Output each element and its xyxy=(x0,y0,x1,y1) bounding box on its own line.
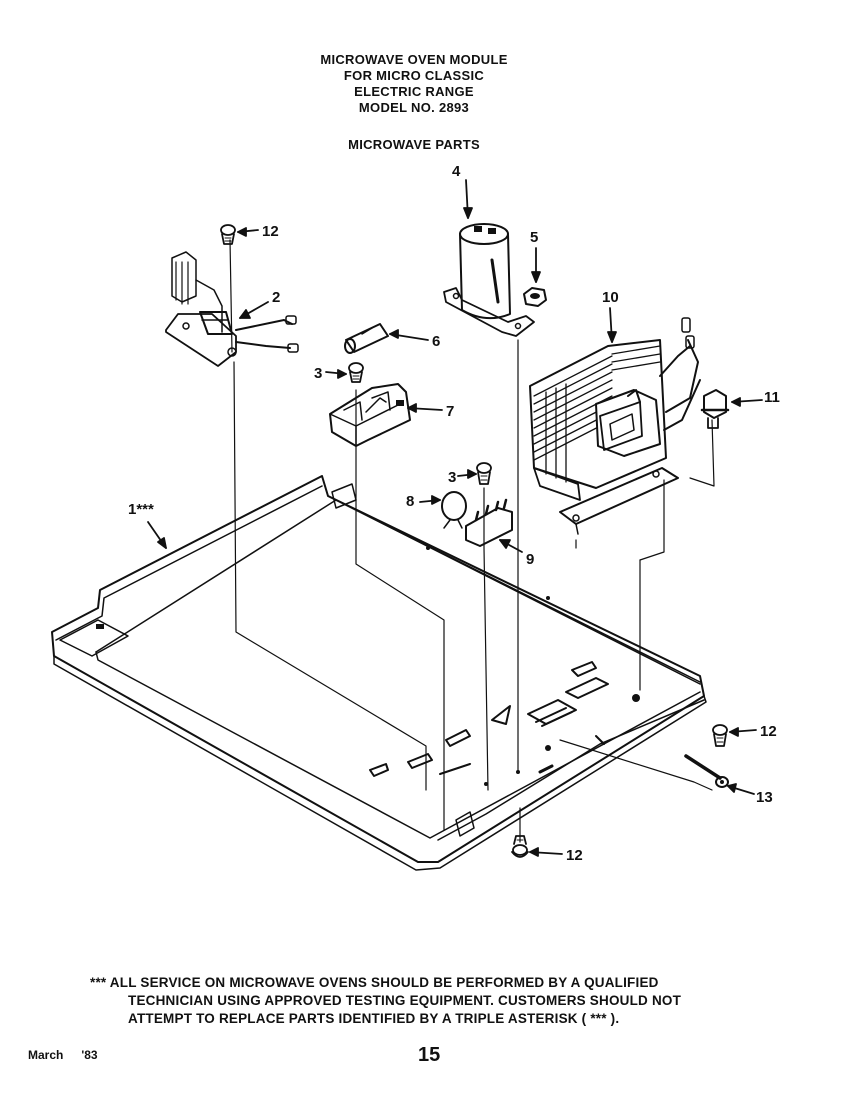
part-8-thermal-cutout xyxy=(441,491,467,529)
screws xyxy=(220,224,728,858)
callout-8: 8 xyxy=(406,493,414,510)
callout-13: 13 xyxy=(756,789,773,806)
callout-9: 9 xyxy=(526,551,534,568)
page-title: MICROWAVE OVEN MODULE FOR MICRO CLASSIC … xyxy=(0,52,828,116)
callout-10: 10 xyxy=(602,289,619,306)
part-4-capacitor xyxy=(443,223,535,337)
page-number: 15 xyxy=(418,1044,441,1066)
section-subtitle: MICROWAVE PARTS xyxy=(348,137,480,152)
callout-3-left: 3 xyxy=(314,365,322,382)
base-pan xyxy=(51,475,707,871)
title-line-3: ELECTRIC RANGE xyxy=(354,84,474,99)
callout-12-top: 12 xyxy=(262,223,279,240)
callout-12-right: 12 xyxy=(760,723,777,740)
title-line-4: MODEL NO. 2893 xyxy=(358,100,470,115)
callout-11: 11 xyxy=(764,389,780,406)
callout-2: 2 xyxy=(272,289,280,306)
title-line-2: FOR MICRO CLASSIC xyxy=(343,68,485,83)
notice-line-1: *** ALL SERVICE ON MICROWAVE OVENS SHOUL… xyxy=(90,975,659,990)
callout-4: 4 xyxy=(452,163,461,180)
part-10-hv-transformer xyxy=(529,317,701,535)
callout-6: 6 xyxy=(432,333,440,350)
footer-month: March xyxy=(28,1048,64,1062)
callout-12-bottom: 12 xyxy=(566,847,583,864)
pan-vents xyxy=(369,661,609,777)
notice-line-2: TECHNICIAN USING APPROVED TESTING EQUIPM… xyxy=(128,993,682,1008)
footer-date: March '83 xyxy=(28,1048,98,1062)
part-2-transformer xyxy=(165,251,299,367)
part-11-stud xyxy=(700,389,730,429)
part-7-fuse-holder xyxy=(329,383,411,447)
callout-arrows xyxy=(147,179,763,857)
callout-labels: 12 2 3 4 5 6 7 3 8 9 10 11 1*** 12 13 12 xyxy=(128,163,780,864)
callout-1: 1*** xyxy=(128,501,154,518)
footer-year: '83 xyxy=(81,1048,98,1062)
service-notice: *** ALL SERVICE ON MICROWAVE OVENS SHOUL… xyxy=(90,974,790,1028)
callout-7: 7 xyxy=(446,403,454,420)
notice-line-3: ATTEMPT TO REPLACE PARTS IDENTIFIED BY A… xyxy=(128,1011,620,1026)
part-13-rod xyxy=(684,754,729,788)
callout-3-middle: 3 xyxy=(448,469,456,486)
part-5-nut xyxy=(523,287,547,307)
alignment-leaders xyxy=(229,239,715,843)
callout-5: 5 xyxy=(530,229,538,246)
part-6-fuse xyxy=(344,323,389,354)
part-9-terminal-block xyxy=(465,498,513,547)
title-line-1: MICROWAVE OVEN MODULE xyxy=(320,52,508,67)
